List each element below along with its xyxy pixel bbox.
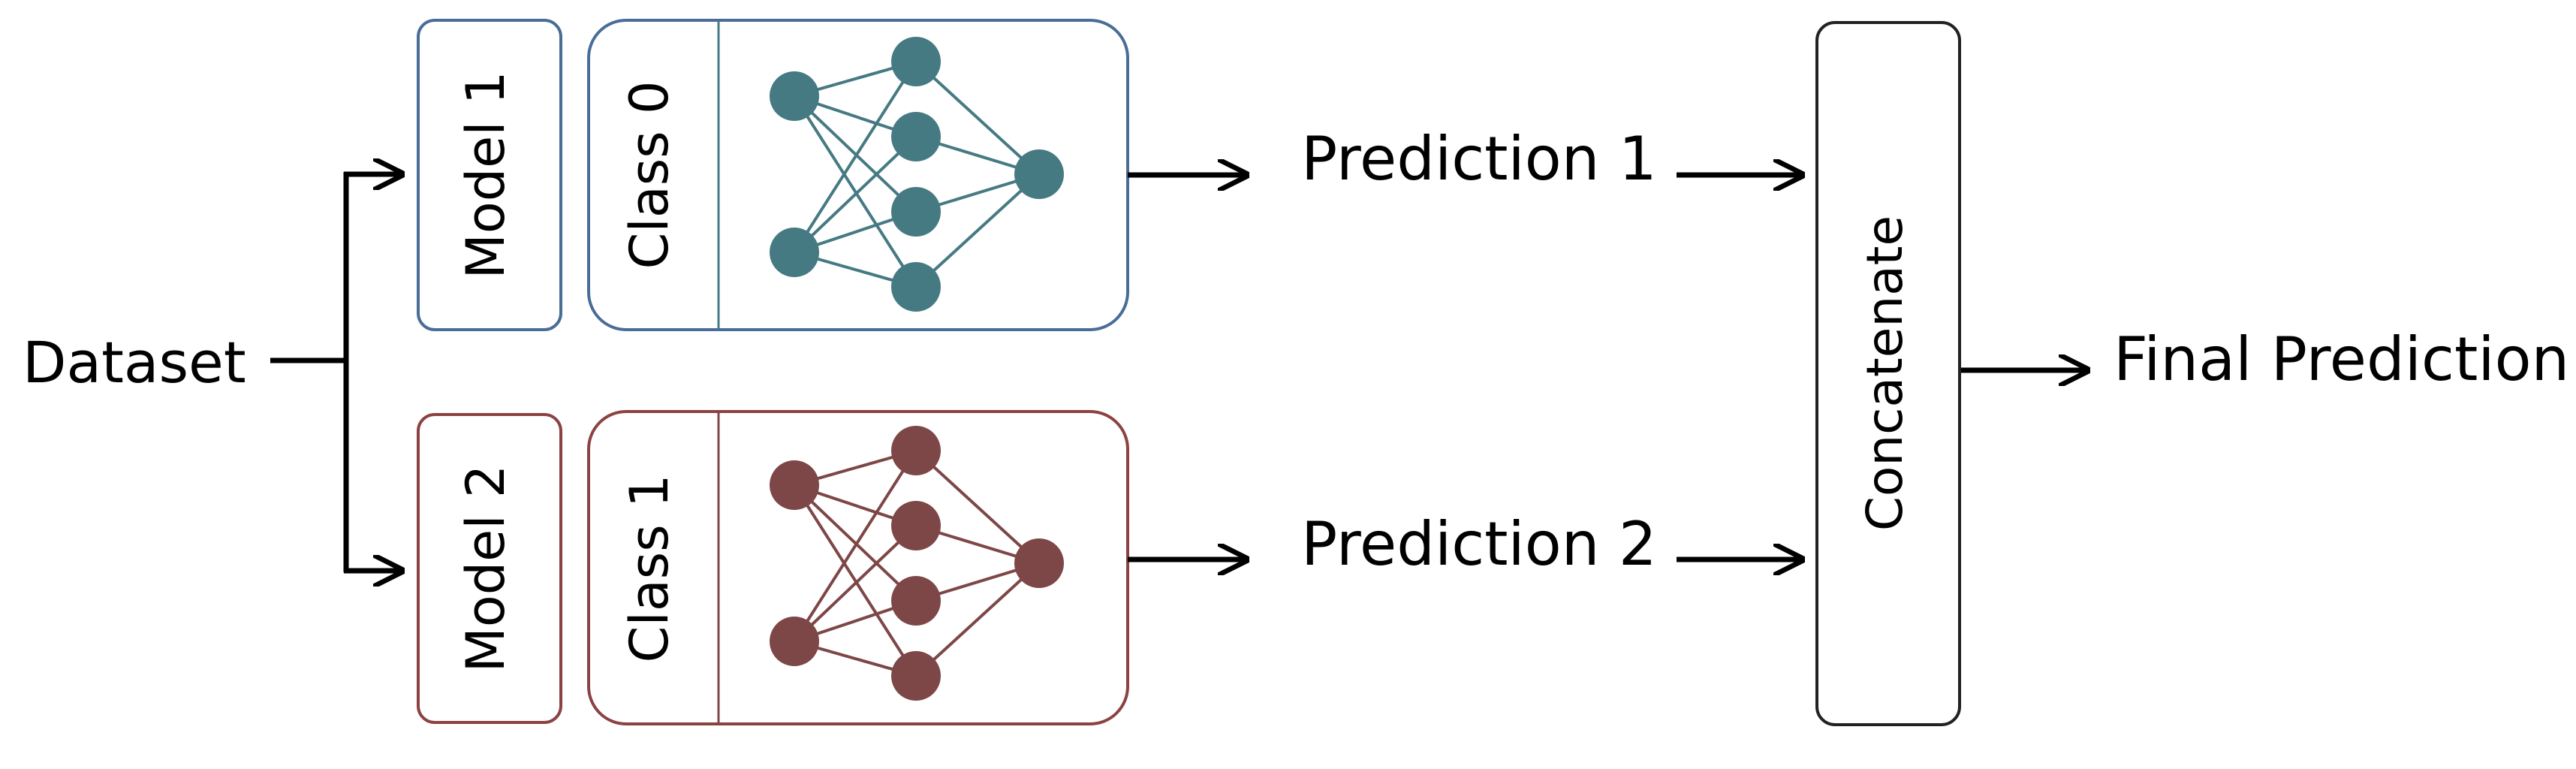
dataset-label: Dataset xyxy=(23,329,246,396)
model-2-box xyxy=(417,413,562,724)
model-to-prediction-arrows xyxy=(1128,175,1246,559)
network-node xyxy=(891,651,941,701)
network-node xyxy=(891,187,941,237)
concatenate-label: Concatenate xyxy=(1856,216,1914,531)
network-node xyxy=(891,426,941,475)
class-0-label: Class 0 xyxy=(619,81,680,270)
network-node xyxy=(891,112,941,161)
class-1-label: Class 1 xyxy=(619,475,680,663)
prediction-2-label: Prediction 2 xyxy=(1301,509,1657,579)
network-edge xyxy=(914,449,1041,565)
network-edge xyxy=(793,524,917,643)
model-1-label: Model 1 xyxy=(455,71,517,279)
prediction-1-label: Prediction 1 xyxy=(1301,124,1657,194)
dataset-connector xyxy=(270,172,402,572)
network-node xyxy=(891,262,941,312)
model-1-box xyxy=(417,19,562,331)
neural-network-icon xyxy=(770,37,1064,312)
network-edge xyxy=(914,173,1041,288)
network-edge xyxy=(914,60,1041,176)
class-1-panel xyxy=(587,410,1129,725)
network-edge xyxy=(793,484,917,602)
concatenate-box xyxy=(1815,21,1961,726)
network-edge xyxy=(793,449,917,643)
model-2-label: Model 2 xyxy=(455,465,517,673)
network-node xyxy=(770,71,819,121)
network-edge xyxy=(793,484,917,677)
network-node xyxy=(891,37,941,86)
final-prediction-label: Final Prediction xyxy=(2114,324,2569,394)
network-edge xyxy=(793,95,917,288)
network-node xyxy=(770,460,819,510)
prediction-to-concat-arrows xyxy=(1677,175,1802,559)
network-node xyxy=(1014,538,1064,588)
neural-network-icon xyxy=(770,426,1064,701)
network-node xyxy=(891,576,941,626)
network-edge xyxy=(793,95,917,213)
network-edge xyxy=(914,562,1041,677)
network-node xyxy=(1014,149,1064,199)
network-edge xyxy=(793,135,917,254)
network-node xyxy=(770,228,819,277)
network-node xyxy=(891,501,941,550)
network-node xyxy=(770,617,819,666)
network-edge xyxy=(793,60,917,254)
